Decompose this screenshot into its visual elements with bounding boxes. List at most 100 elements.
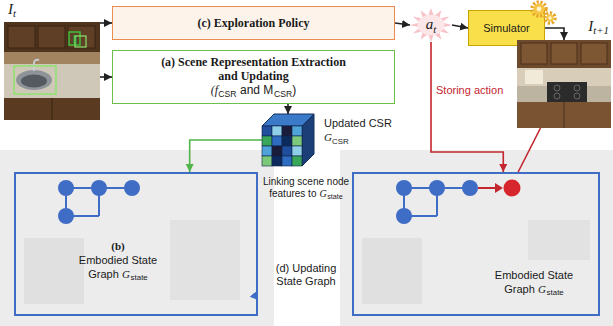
text-block: at — [410, 15, 452, 34]
illustration — [517, 40, 611, 128]
illustration-part — [525, 70, 543, 84]
connector — [100, 76, 112, 78]
edge-label: (d) Updating State Graph — [262, 262, 350, 287]
illustration — [4, 22, 100, 120]
illustration-part — [396, 180, 412, 196]
illustration-part — [478, 187, 495, 189]
connector — [100, 22, 112, 24]
node-text: t+1 — [593, 24, 609, 36]
connector — [518, 128, 540, 172]
text-block: Simulator — [475, 22, 538, 34]
illustration-part — [68, 26, 95, 48]
node-text: (b) — [111, 240, 124, 252]
text-line: Embodied State GraphGstate — [68, 254, 168, 283]
illustration-part — [581, 43, 607, 64]
illustration-part — [282, 156, 292, 166]
illustration-part — [272, 136, 282, 146]
illustration-part — [521, 43, 547, 64]
text-line: GCSR — [324, 130, 392, 147]
illustration-part — [532, 2, 546, 16]
state-graph-panel: Embodied State GraphGstate — [352, 172, 600, 316]
node-text: Simulator — [483, 22, 529, 34]
node-text: CSR — [218, 89, 236, 99]
illustration-part — [551, 43, 577, 64]
process-box: (a) Scene Representation Extraction and … — [112, 50, 395, 104]
illustration-part — [4, 22, 100, 120]
node-text: Updated CSR — [324, 117, 392, 129]
illustration-part — [547, 82, 587, 102]
text-line: (c) Exploration Policy — [119, 16, 388, 31]
illustration-part — [548, 16, 552, 20]
annotation: Linking scene node features toGstate — [262, 176, 350, 201]
node-text: CSR — [332, 137, 349, 146]
connector — [452, 25, 468, 28]
left-panel — [0, 150, 274, 326]
illustration-part — [418, 15, 445, 35]
illustration-part — [429, 180, 445, 196]
camera-frame: It — [4, 22, 100, 120]
illustration-part — [262, 156, 272, 166]
illustration-part — [504, 180, 521, 197]
illustration-part — [574, 85, 580, 91]
illustration-part — [4, 64, 100, 98]
illustration-part — [272, 146, 282, 156]
illustration-part — [547, 15, 554, 22]
illustration-part — [262, 146, 272, 156]
text-line: at — [410, 15, 452, 34]
illustration-part — [545, 13, 555, 23]
text-line: Embodied State GraphGstate — [484, 269, 584, 298]
illustration-part — [462, 180, 478, 196]
illustration-part — [4, 52, 100, 64]
illustration-part — [554, 93, 560, 99]
illustration-part — [282, 136, 292, 146]
illustration-part — [14, 66, 56, 94]
text-block: It — [8, 0, 16, 19]
illustration-part — [534, 4, 545, 15]
csr-tensor: Updated CSRGCSR — [262, 114, 314, 166]
illustration-part — [75, 36, 86, 47]
action-burst: at — [410, 8, 452, 42]
annotation-text: G — [319, 188, 326, 199]
text-line: Simulator — [475, 22, 538, 34]
edge-label: Storing action — [436, 84, 514, 97]
illustration — [262, 114, 314, 166]
illustration-part — [574, 93, 580, 99]
illustration-part — [16, 70, 52, 90]
connector — [545, 28, 564, 40]
process-box: (c) Exploration Policy — [112, 6, 395, 40]
illustration-part — [38, 26, 65, 48]
node-text: ) — [292, 83, 296, 97]
text-block: (c) Exploration Policy — [119, 16, 388, 31]
illustration-part — [292, 136, 302, 146]
illustration-part — [292, 126, 302, 136]
node-text: t — [433, 23, 436, 35]
state-graph-panel: (b) Embodied State GraphGstate — [14, 172, 258, 316]
floorplan-room — [362, 238, 422, 304]
node-text: I — [8, 1, 13, 17]
illustration-part — [58, 180, 74, 196]
illustration-part — [554, 85, 560, 91]
text-line: It — [8, 0, 16, 19]
illustration-part — [517, 40, 611, 128]
illustration — [354, 174, 602, 318]
node-text: CSR — [274, 89, 292, 99]
node-text: (c) Exploration Policy — [198, 16, 310, 30]
node-text: t — [13, 7, 16, 19]
connector — [395, 23, 410, 25]
illustration-part — [537, 7, 542, 12]
text-line: Updated CSR — [324, 116, 392, 130]
illustration-part — [262, 126, 272, 136]
text-line: (fCSRand MCSR) — [119, 83, 388, 99]
illustration-part — [21, 75, 47, 88]
illustration-part — [302, 114, 314, 166]
illustration-part — [282, 146, 292, 156]
connector — [431, 42, 503, 172]
illustration-part — [8, 26, 35, 48]
connector — [190, 140, 262, 172]
camera-frame: It+1 — [517, 40, 611, 128]
illustration-part — [52, 98, 53, 120]
node-text: G — [538, 283, 546, 295]
node-text: state — [131, 273, 148, 282]
floorplan-room — [24, 238, 84, 304]
